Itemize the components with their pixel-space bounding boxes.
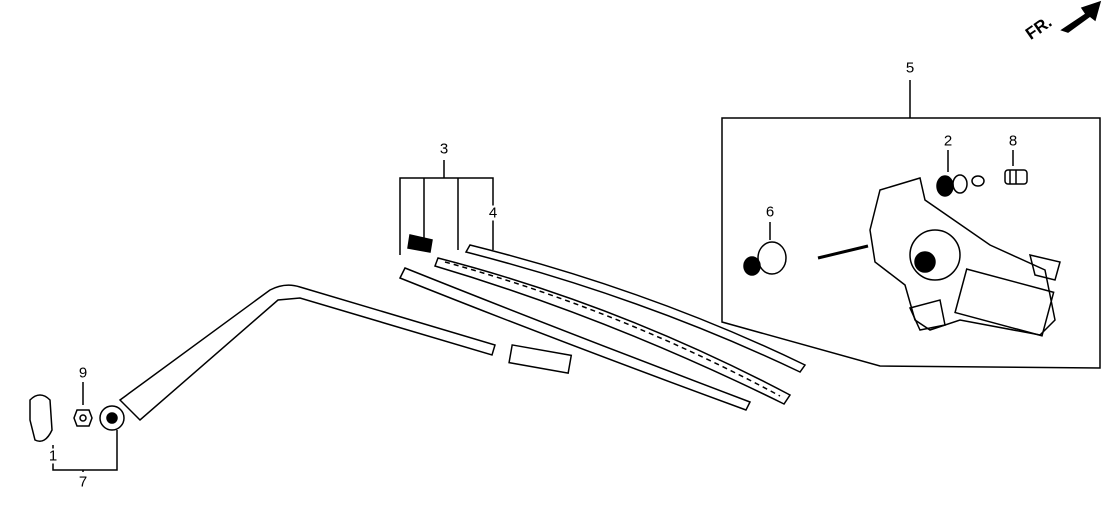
front-direction-arrow-icon: [1060, 0, 1102, 33]
bolt-part: [1004, 169, 1028, 185]
motor-assembly-box: [721, 117, 1101, 369]
arm-cap-part: [29, 394, 53, 442]
callout-7: 7: [77, 473, 89, 491]
nut-part: [73, 409, 93, 427]
callout-9: 9: [77, 364, 89, 382]
callout-1: 1: [47, 447, 59, 465]
wiper-blade-rubber: [434, 244, 807, 405]
cap-part: [743, 241, 787, 276]
callout-6: 6: [764, 203, 776, 221]
callout-2: 2: [942, 132, 954, 150]
grommet-part: [936, 174, 985, 197]
callout-5: 5: [904, 59, 916, 77]
wiper-motor: [817, 177, 1061, 337]
callout-8: 8: [1007, 132, 1019, 150]
wiper-arm: [99, 284, 496, 431]
callout-3: 3: [438, 140, 450, 158]
wiper-blade-frame: [398, 234, 752, 411]
bracket-7: [52, 430, 118, 471]
callout-4: 4: [487, 204, 499, 222]
